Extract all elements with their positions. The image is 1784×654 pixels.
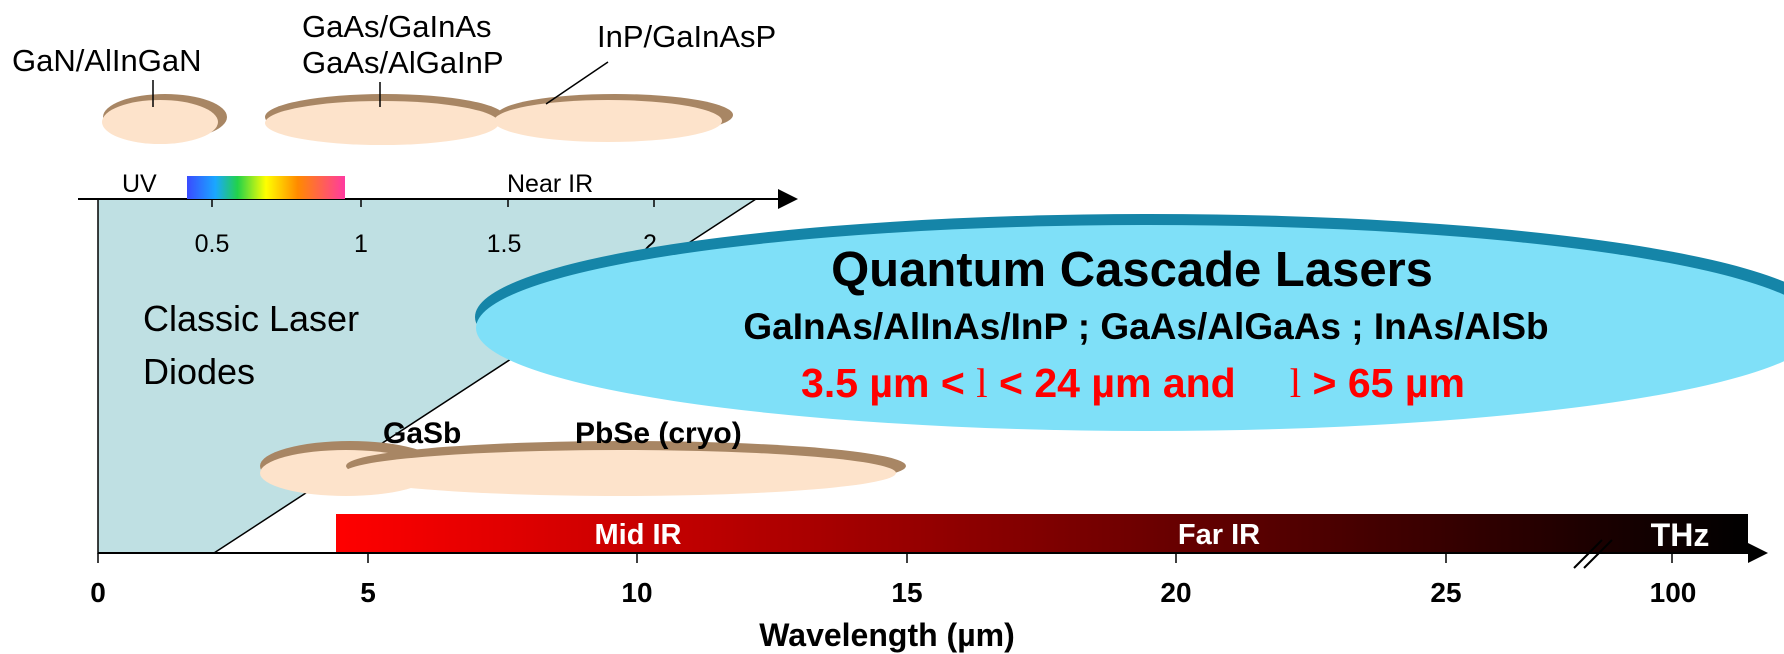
bottom-axis: 0 5 10 15 20 25 100 Wavelength (µm) (90, 539, 1768, 653)
bottom-tick-label: 100 (1650, 577, 1697, 608)
near-ir-label: Near IR (507, 170, 593, 198)
qcl-range-part2: < 24 µm and (988, 360, 1236, 406)
top-material-blobs (102, 94, 733, 145)
lower-material-blobs (260, 441, 906, 496)
far-ir-label: Far IR (1178, 519, 1260, 551)
material-inp: InP/GaInAsP (597, 19, 776, 54)
top-tick-label: 0.5 (195, 230, 230, 258)
qcl-range-part1: 3.5 µm < (801, 360, 976, 406)
top-axis: UV Near IR 0.5 1 1.5 2 (78, 170, 798, 258)
thz-label: THz (1651, 517, 1710, 553)
bottom-tick-label: 0 (90, 577, 106, 608)
classic-label-line2: Diodes (143, 351, 255, 392)
lambda-symbol: l (1290, 360, 1301, 406)
qcl-range-part3: > 65 µm (1301, 360, 1465, 406)
lambda-symbol: l (976, 360, 987, 406)
ir-gradient-bar (336, 514, 1748, 552)
uv-label: UV (122, 170, 157, 198)
bottom-axis-title: Wavelength (µm) (759, 617, 1014, 653)
material-gaas-algainp: GaAs/AlGaInP (302, 45, 504, 80)
bottom-tick-label: 10 (621, 577, 652, 608)
visible-spectrum-bar (187, 176, 345, 199)
material-gan: GaN/AlInGaN (12, 43, 202, 78)
qcl-materials: GaInAs/AlInAs/InP ; GaAs/AlGaAs ; InAs/A… (743, 306, 1548, 347)
material-gaas-ingaas: GaAs/GaInAs (302, 9, 492, 44)
top-tick-label: 1 (354, 230, 368, 258)
mid-ir-label: Mid IR (595, 519, 682, 551)
material-gasb: GaSb (383, 417, 461, 450)
qcl-title: Quantum Cascade Lasers (831, 243, 1433, 297)
bottom-tick-label: 25 (1430, 577, 1461, 608)
bottom-tick-label: 15 (891, 577, 922, 608)
top-tick-label: 1.5 (487, 230, 522, 258)
material-pbse: PbSe (cryo) (575, 417, 742, 450)
classic-label-line1: Classic Laser (143, 298, 359, 339)
bottom-tick-label: 5 (360, 577, 376, 608)
qcl-region (475, 214, 1784, 431)
bottom-tick-label: 20 (1160, 577, 1191, 608)
